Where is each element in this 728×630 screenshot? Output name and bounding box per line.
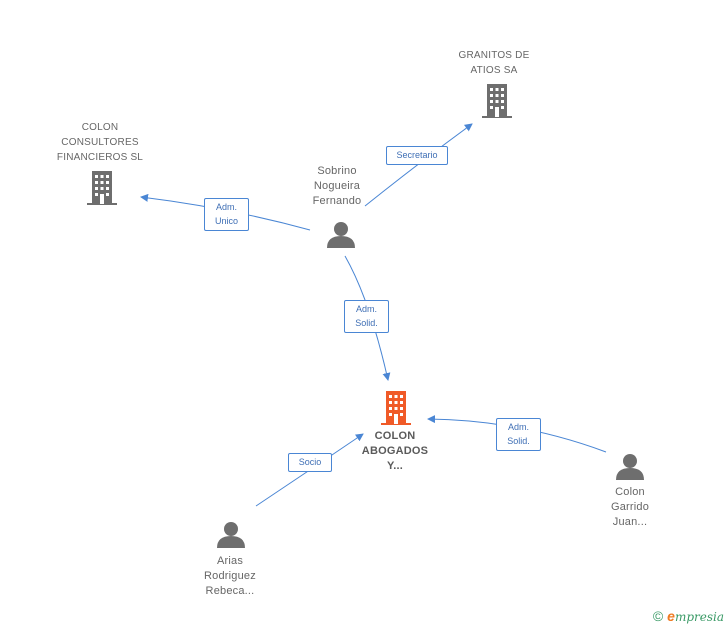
building-icon[interactable] [481,84,513,118]
relation-label-socio[interactable]: Socio [288,453,332,472]
copyright-icon: © [652,608,664,624]
brand-footer[interactable]: ©empresia [653,608,724,624]
node-colon-garrido-juan[interactable]: Colon Garrido Juan... [588,485,672,530]
node-label-line: COLON [81,122,119,133]
relation-label-line: Solid. [355,318,378,328]
node-label-line: Garrido [610,501,650,513]
node-label-line: FINANCIEROS SL [56,152,144,163]
node-label-line: Rebeca... [205,585,255,597]
node-label-line: ATIOS SA [470,65,518,76]
person-icon[interactable] [615,452,645,480]
node-label-line: Sobrino [317,165,357,177]
node-label-line: Colon [615,486,645,498]
brand-logo-e: e [667,608,675,624]
relation-label-line: Socio [298,457,322,467]
node-arias-rodriguez-rebeca[interactable]: Arias Rodriguez Rebeca... [185,554,275,599]
building-icon[interactable] [86,171,118,205]
relation-label-adm-unico[interactable]: Adm. Unico [204,198,249,231]
building-icon-focus[interactable] [380,391,412,425]
relation-label-line: Adm. [507,422,529,432]
node-label-line: COLON [374,430,416,442]
node-colon-abogados[interactable]: COLON ABOGADOS Y... [350,429,440,474]
person-icon[interactable] [326,220,356,248]
node-label-line: CONSULTORES [61,137,139,148]
node-sobrino-nogueira-fernando[interactable]: Sobrino Nogueira Fernando [292,164,382,209]
node-granitos-de-atios[interactable]: GRANITOS DE ATIOS SA [444,48,544,78]
relation-label-line: Adm. [355,304,377,314]
person-icon[interactable] [216,520,246,548]
relation-label-line: Secretario [396,150,438,160]
brand-logo-text: mpresia [674,610,724,624]
node-label-line: GRANITOS DE [458,50,530,61]
node-label-line: ABOGADOS [361,445,429,457]
node-label-line: Arias [216,555,244,567]
relation-label-adm-solid-sobrino[interactable]: Adm. Solid. [344,300,389,333]
relation-label-secretario[interactable]: Secretario [386,146,448,165]
relation-label-line: Solid. [507,436,530,446]
relation-label-line: Unico [214,216,238,226]
node-label-line: Juan... [612,516,648,528]
node-label-line: Rodriguez [204,570,256,582]
node-label-line: Nogueira [313,180,361,192]
node-label-line: Y... [386,460,404,472]
relation-label-adm-solid-garrido[interactable]: Adm. Solid. [496,418,541,451]
node-label-line: Fernando [312,195,362,207]
node-colon-consultores-financieros[interactable]: COLON CONSULTORES FINANCIEROS SL [45,120,155,165]
relation-label-line: Adm. [215,202,237,212]
